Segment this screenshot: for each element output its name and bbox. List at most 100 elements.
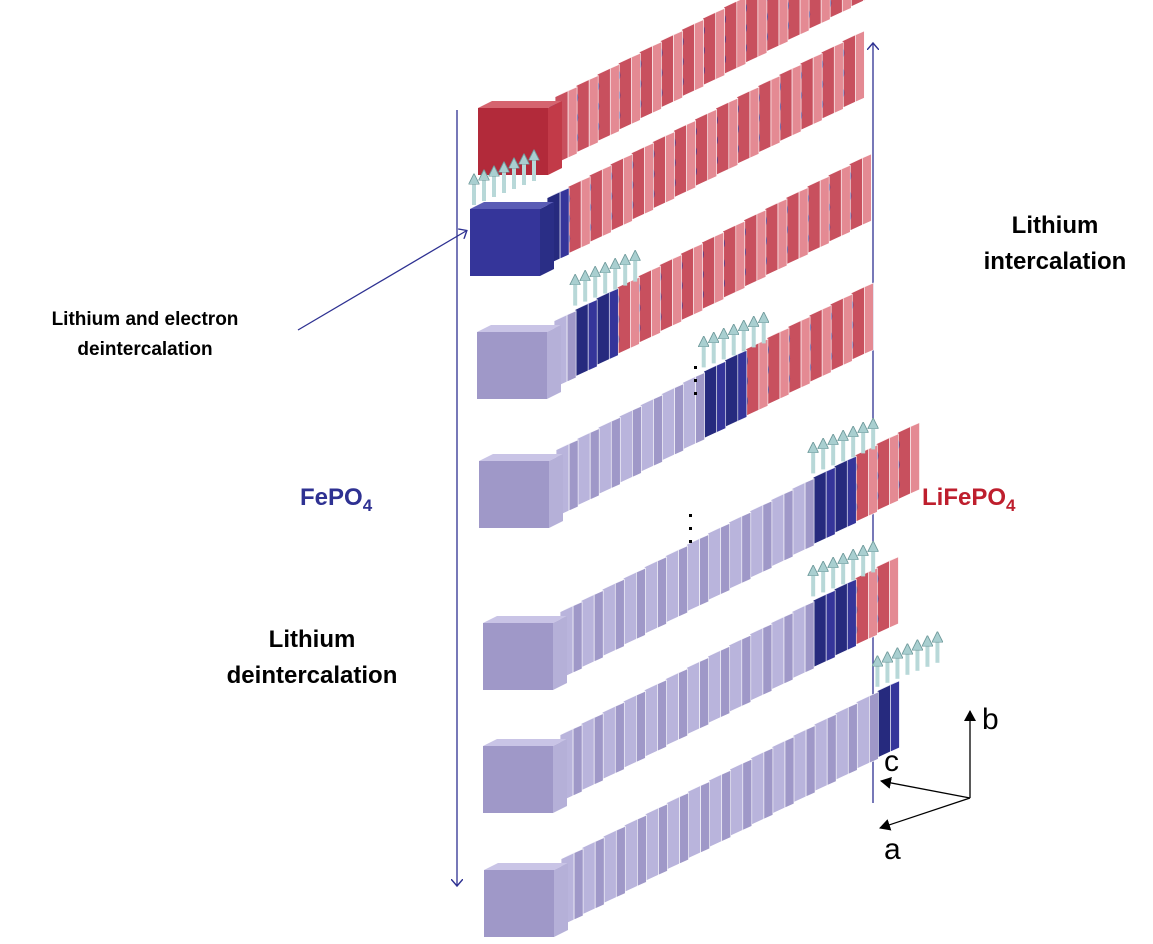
plate-front-face (742, 758, 753, 831)
plate-front-face (580, 176, 591, 249)
plate-side-face (833, 459, 848, 534)
plate-front-face (678, 668, 688, 741)
plate-top-face (624, 815, 647, 826)
fepo4-plate (750, 747, 774, 826)
plate-top-face (547, 187, 570, 198)
plate-front-face (868, 567, 878, 640)
plate-top-face (554, 310, 577, 321)
electron-deintercalation-pointer (297, 231, 466, 331)
plate-front-face (805, 725, 816, 798)
plate-front-face (841, 0, 852, 13)
plate-side-face (644, 683, 658, 758)
plate-side-face (750, 751, 765, 826)
plate-side-face (744, 0, 759, 64)
plate-front-face (763, 747, 774, 820)
plate-side-face (602, 829, 617, 904)
plate-front-face (587, 299, 598, 372)
plate-top-face (623, 568, 646, 579)
lithium-deintercalation-line1: Lithium (268, 626, 356, 653)
plate-top-face (623, 691, 646, 702)
plate-top-face (749, 501, 772, 511)
plate-top-face (828, 165, 851, 176)
plate-front-face (825, 466, 836, 539)
fepo4-plate (666, 792, 689, 871)
plate-top-face (728, 635, 751, 646)
block-front-face (477, 332, 547, 399)
c-axis-label: c (884, 745, 899, 778)
plate-side-face (749, 627, 764, 702)
plate-front-face (758, 338, 769, 411)
plate-front-face (890, 680, 900, 753)
plate-front-face (693, 243, 703, 316)
plate-front-face (737, 349, 748, 422)
plate-side-face (673, 124, 687, 199)
plate-front-face (798, 187, 809, 260)
lifepo4-front-block (478, 101, 562, 175)
fepo4-plate (623, 690, 646, 769)
interface-plate (833, 578, 857, 657)
plate-top-face (686, 534, 709, 545)
plate-side-face (681, 23, 695, 98)
plate-front-face (623, 153, 633, 226)
plate-front-face (678, 545, 688, 618)
plate-front-face (777, 198, 788, 271)
plate-side-face (728, 515, 743, 590)
block-top-face (478, 101, 562, 108)
block-side-face (548, 101, 562, 175)
plate-side-face (855, 571, 869, 646)
plate-side-face (686, 661, 700, 736)
plate-front-face (707, 108, 718, 181)
plate-top-face (708, 770, 731, 781)
block-side-face (553, 616, 567, 690)
block-side-face (540, 202, 554, 276)
block-side-face (554, 863, 568, 937)
plate-side-face (785, 191, 800, 266)
plate-side-face (855, 448, 869, 523)
plate-side-face (702, 11, 717, 86)
plate-top-face (631, 143, 654, 153)
plate-front-face (749, 86, 760, 159)
interface-plate (703, 360, 727, 439)
plate-front-face (657, 679, 667, 752)
block-front-face (483, 746, 553, 813)
plate-side-face (687, 785, 701, 860)
plate-side-face (724, 353, 739, 428)
plate-front-face (630, 276, 640, 349)
plate-front-face (674, 383, 684, 456)
plate-front-face (658, 803, 668, 876)
plate-side-face (813, 717, 828, 792)
plate-side-face (851, 286, 865, 361)
plate-front-face (799, 0, 810, 36)
plate-side-face (745, 342, 760, 417)
interface-plate (833, 455, 857, 534)
plate-side-face (778, 68, 793, 143)
fepo4-front-block (483, 739, 567, 813)
plate-top-face (851, 283, 874, 293)
fepo4-plate (644, 556, 667, 635)
fepo4-plate (619, 405, 642, 484)
plate-top-face (736, 87, 759, 97)
plate-side-face (567, 180, 582, 255)
fepo4-front-block (479, 454, 563, 528)
plate-side-face (682, 376, 696, 451)
plate-top-face (568, 176, 591, 187)
block-front-face (484, 870, 554, 937)
crystal-layer-row (483, 423, 920, 690)
crystal-layer-row (477, 153, 872, 399)
plate-top-face (665, 668, 688, 679)
plate-front-face (864, 282, 874, 355)
plate-top-face (673, 120, 696, 131)
plate-front-face (846, 578, 857, 651)
fepo4-front-block (484, 863, 568, 937)
plate-front-face (637, 814, 647, 887)
interface-plate (724, 349, 748, 428)
plate-top-face (779, 64, 802, 75)
plate-top-face (597, 64, 620, 75)
a-axis-label: a (884, 833, 901, 866)
plate-front-face (846, 455, 857, 528)
plate-front-face (762, 623, 773, 696)
plate-top-face (835, 703, 858, 714)
fepo4-plate (707, 645, 731, 724)
plate-side-face (686, 538, 700, 613)
plate-top-face (575, 299, 598, 310)
